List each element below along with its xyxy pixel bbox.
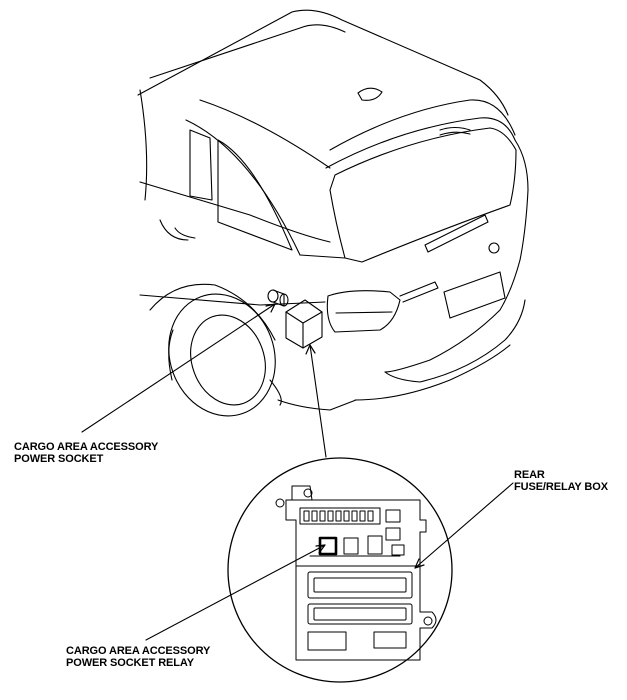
- cargo-socket-label-line-2: POWER SOCKET: [14, 453, 104, 465]
- rear-fuse-box-label: REAR FUSE/RELAY BOX: [514, 469, 608, 493]
- cargo-socket-label-line-1: CARGO AREA ACCESSORY: [14, 441, 159, 453]
- detail-circle: [227, 457, 453, 683]
- leader-lines: [81, 303, 514, 641]
- cargo-accessory-relay: [318, 536, 338, 556]
- rear-fuse-box-label-line-2: FUSE/RELAY BOX: [514, 481, 608, 493]
- socket-leader-line: [81, 303, 276, 433]
- power-socket-component: [267, 289, 289, 307]
- relay-box-leader-line: [309, 344, 327, 458]
- socket-relay-label-line-1: CARGO AREA ACCESSORY: [66, 645, 211, 657]
- rear-fuse-box-label-line-1: REAR: [514, 469, 545, 481]
- socket-relay-label: CARGO AREA ACCESSORY POWER SOCKET RELAY: [66, 645, 210, 669]
- cargo-socket-label: CARGO AREA ACCESSORY POWER SOCKET: [14, 441, 158, 465]
- rear-wheel: [149, 283, 276, 417]
- fuse-relay-box-component: [285, 299, 323, 349]
- vehicle-body-outline: [137, 9, 529, 411]
- fuse-box-leader-line: [414, 482, 514, 569]
- relay-leader-line: [145, 544, 326, 641]
- fuse-relay-box-detail: [275, 485, 437, 661]
- socket-relay-label-line-2: POWER SOCKET RELAY: [66, 657, 194, 669]
